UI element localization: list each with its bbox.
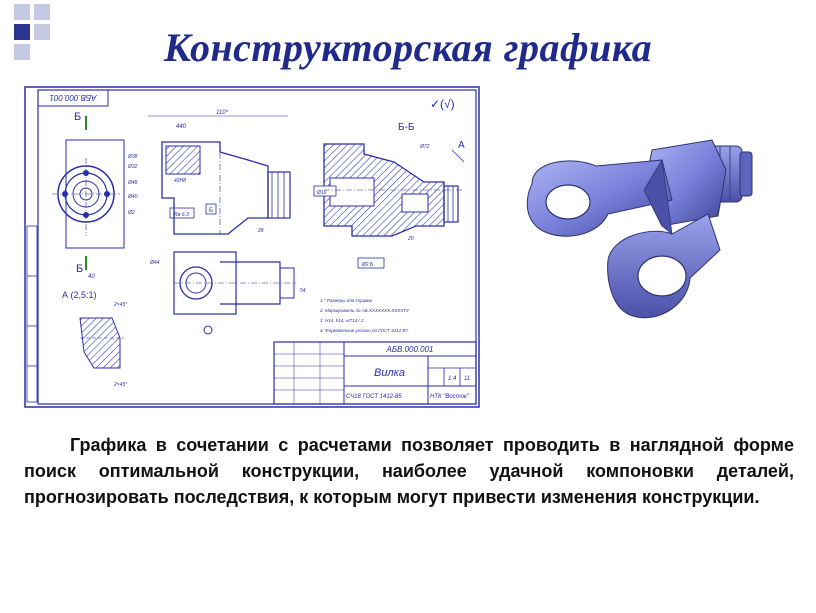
svg-text:2×45°: 2×45° xyxy=(113,302,127,308)
svg-text:28: 28 xyxy=(257,228,264,234)
note-3: 3. Н14, h14, ±IT14 / 2 xyxy=(320,318,364,323)
note-4: 4. Формовочные уклоны по ГОСТ 3212-87. xyxy=(320,328,409,333)
title-block: АБВ.000.001 Вилка 1:4 11 СЧ18 ГОСТ 1412-… xyxy=(273,341,477,405)
svg-text:54: 54 xyxy=(300,288,306,294)
doc-code-rotated: АБВ.000.001 xyxy=(49,93,97,102)
svg-text:Ø2 Б: Ø2 Б xyxy=(362,262,374,268)
svg-text:42Н8: 42Н8 xyxy=(174,178,186,184)
detail-label: А (2,5:1) xyxy=(62,290,97,300)
svg-text:Ø38: Ø38 xyxy=(127,154,138,160)
svg-text:440: 440 xyxy=(176,124,187,130)
svg-text:Б: Б xyxy=(209,208,213,214)
organization: НТК "Восток" xyxy=(430,394,470,400)
svg-text:✓(√): ✓(√) xyxy=(430,97,455,111)
svg-text:Ø32: Ø32 xyxy=(127,164,138,170)
sheets-value: 11 xyxy=(464,376,470,382)
svg-text:Ø44: Ø44 xyxy=(149,260,160,266)
view-b-label: Б xyxy=(74,111,81,123)
note-1: 1.* Размеры для справок xyxy=(320,298,373,303)
svg-text:Б: Б xyxy=(76,263,83,275)
fork-3d-model xyxy=(526,139,753,319)
svg-text:20: 20 xyxy=(407,236,414,242)
scale-value: 1:4 xyxy=(448,376,457,382)
stamp-code: АБВ.000.001 xyxy=(385,345,433,354)
svg-text:Ø2: Ø2 xyxy=(127,210,135,216)
svg-text:2×45°: 2×45° xyxy=(113,382,127,388)
view-a-label: А xyxy=(458,140,465,151)
svg-text:40: 40 xyxy=(88,274,95,280)
svg-text:Ø72: Ø72 xyxy=(419,144,430,150)
technical-drawing: АБВ.000.001 Б Ø38 Ø32 Ø48 Ø40 Ø2 Б 40 А … xyxy=(24,86,480,408)
description-paragraph: Графика в сочетании с расчетами позволяе… xyxy=(24,435,794,507)
svg-text:Ø48: Ø48 xyxy=(127,180,138,186)
svg-text:Ø16: Ø16 xyxy=(316,190,327,196)
section-bb-label: Б-Б xyxy=(398,122,415,133)
material: СЧ18 ГОСТ 1412-85 xyxy=(346,394,402,400)
svg-text:110*: 110* xyxy=(216,110,229,116)
part-name: Вилка xyxy=(374,367,405,379)
corner-decoration xyxy=(0,0,60,60)
note-2: 2. Маркировать по АБ.XXXXXXX.XXXXТУ xyxy=(319,308,410,313)
page-title: Конструкторская графика xyxy=(163,25,653,70)
svg-text:Ø40: Ø40 xyxy=(127,194,138,200)
svg-text:Ra 6.3: Ra 6.3 xyxy=(174,212,189,218)
